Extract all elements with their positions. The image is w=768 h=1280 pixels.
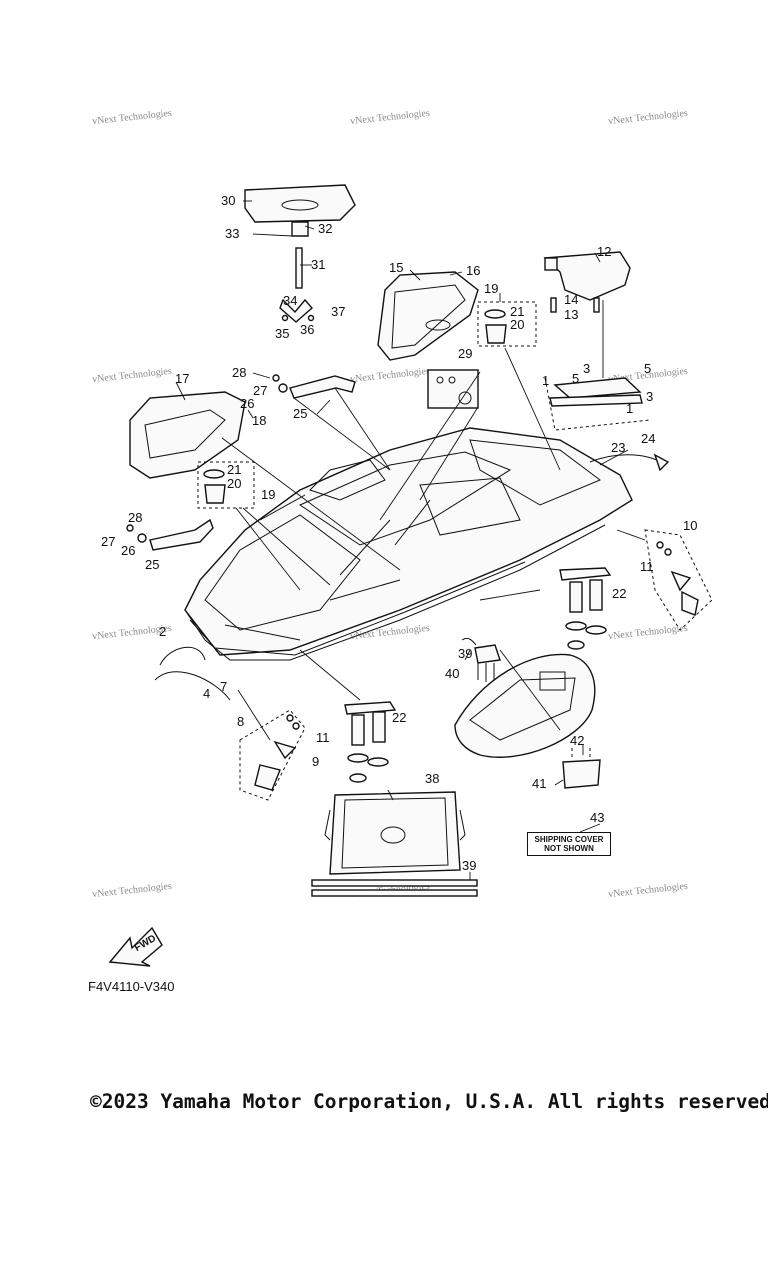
storage-lid	[377, 271, 479, 361]
callout-2: 2	[159, 624, 166, 639]
callout-15: 15	[389, 260, 403, 275]
callout-21-left: 21	[227, 462, 241, 477]
cleat-left	[344, 701, 397, 783]
callout-41: 40	[445, 666, 459, 681]
callout-22-right: 22	[612, 586, 626, 601]
callout-19-left: 19	[261, 487, 275, 502]
callout-26: 26	[240, 396, 254, 411]
callout-23: 23	[611, 440, 625, 455]
callout-18: 18	[252, 413, 266, 428]
callout-17: 17	[175, 371, 189, 386]
diagram-code: F4V4110-V340	[88, 979, 175, 994]
callout-24: 24	[641, 431, 655, 446]
callout-16: 16	[466, 263, 480, 278]
callout-3: 3	[583, 361, 590, 376]
callout-29: 29	[458, 346, 472, 361]
callout-25-left: 25	[145, 557, 159, 572]
part-callouts: 30 33 32 31 34 35 36 37 15 16 19 21 20 1…	[101, 193, 697, 873]
leader-lines	[175, 200, 646, 880]
wire-harness	[589, 453, 670, 472]
callout-11-right: 11	[640, 559, 654, 574]
callout-13: 13	[564, 307, 578, 322]
callout-33: 33	[225, 226, 239, 241]
sensor-assembly	[461, 637, 501, 682]
callout-1: 1	[542, 373, 549, 388]
seat-bracket	[543, 251, 631, 313]
boat-hull	[184, 427, 633, 661]
callout-10: 9	[312, 754, 319, 769]
callout-39: 39	[462, 858, 476, 873]
shipping-cover-note: SHIPPING COVER NOT SHOWN	[527, 832, 611, 856]
forward-direction-arrow	[108, 926, 163, 967]
grab-handle-lower	[126, 518, 214, 551]
callout-30: 30	[221, 193, 235, 208]
grab-handle-upper	[272, 374, 356, 399]
tow-eye-kit-left	[239, 709, 306, 801]
bow-line	[154, 646, 231, 701]
callout-37: 37	[331, 304, 345, 319]
console-tray-assembly	[244, 184, 356, 323]
storage-tray	[562, 748, 601, 789]
detail-inset	[454, 653, 596, 758]
callout-8: 10	[683, 518, 697, 533]
callout-9: 8	[237, 714, 244, 729]
callout-22-left: 22	[392, 710, 406, 725]
callout-34: 34	[283, 293, 297, 308]
callout-12: 12	[597, 244, 611, 259]
callout-38: 38	[425, 771, 439, 786]
callout-42: 41	[532, 776, 546, 791]
callout-20-left: 20	[227, 476, 241, 491]
callout-44: 43	[590, 810, 604, 825]
callout-31: 31	[311, 257, 325, 272]
callout-43: 42	[570, 733, 584, 748]
cup-holder-lower	[197, 461, 255, 509]
callout-28-left: 28	[128, 510, 142, 525]
cover-pole	[311, 879, 478, 897]
tow-eye-kit-right	[644, 529, 713, 631]
cleat-right	[559, 567, 612, 650]
callout-5-right: 5	[644, 361, 651, 376]
callout-21: 21	[510, 304, 524, 319]
fwd-label: FWD	[132, 933, 159, 954]
callout-32: 32	[318, 221, 332, 236]
callout-27-left: 27	[101, 534, 115, 549]
callout-4: 4	[203, 686, 210, 701]
cooler	[324, 791, 466, 875]
callout-7: 7	[220, 679, 227, 694]
callout-11-left: 11	[316, 730, 330, 745]
callout-28: 28	[232, 365, 246, 380]
seat-rail	[544, 377, 651, 431]
copyright-notice: ©2023 Yamaha Motor Corporation, U.S.A. A…	[90, 1090, 768, 1113]
callout-14: 14	[564, 292, 578, 307]
callout-40: 39	[458, 646, 472, 661]
callout-1-right: 1	[626, 401, 633, 416]
callout-26-left: 26	[121, 543, 135, 558]
callout-20: 20	[510, 317, 524, 332]
fwd-label-wrap: FWD	[108, 925, 168, 973]
callout-19: 19	[484, 281, 498, 296]
shipping-note-line2: NOT SHOWN	[544, 844, 594, 853]
callout-36: 36	[300, 322, 314, 337]
shipping-note-line1: SHIPPING COVER	[534, 835, 604, 844]
callout-35: 35	[275, 326, 289, 341]
cup-holder-upper	[477, 301, 537, 347]
storage-compartment-left	[129, 391, 246, 479]
callout-27: 27	[253, 383, 267, 398]
gauge-panel	[427, 369, 479, 409]
callout-3-right: 3	[646, 389, 653, 404]
callout-25: 25	[293, 406, 307, 421]
callout-5: 5	[572, 371, 579, 386]
